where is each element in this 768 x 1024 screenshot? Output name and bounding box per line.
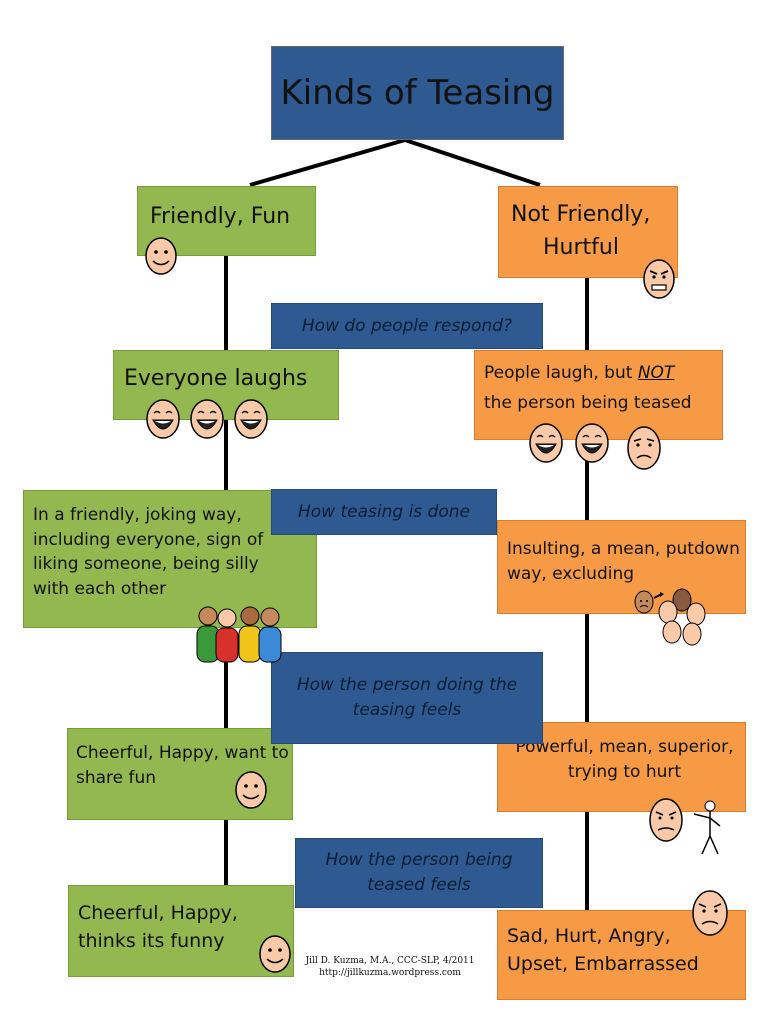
powerful-box: Powerful, mean, superior, trying to hurt — [497, 722, 746, 812]
sad-hurt-box: Sad, Hurt, Angry, Upset, Embarrassed — [497, 910, 746, 1000]
laughing-face-icon — [234, 399, 268, 439]
cheerful-funny-box: Cheerful, Happy, thinks its funny — [68, 885, 294, 977]
everyone-laughs-label: Everyone laughs — [124, 366, 308, 391]
not-friendly-label: Not Friendly, — [511, 202, 651, 227]
question-doer-feels: How the person doing the teasing feels — [271, 652, 543, 744]
friendly-way-label: In a friendly, joking way, including eve… — [33, 505, 264, 599]
insulting-label: Insulting, a mean, putdown way, excludin… — [507, 539, 740, 584]
upset-face-icon — [692, 890, 728, 936]
angry-face-icon — [643, 259, 675, 299]
laughing-face-icon — [190, 399, 224, 439]
excluded-faces-icon — [634, 588, 706, 646]
cheerful-share-label: Cheerful, Happy, want to share fun — [76, 743, 289, 788]
question-teased-feels: How the person being teased feels — [295, 838, 543, 908]
smiling-face-icon — [235, 771, 267, 809]
page-title: Kinds of Teasing — [280, 73, 555, 113]
sad-face-icon — [627, 426, 661, 470]
cheerful-funny-label: Cheerful, Happy, thinks its funny — [78, 902, 238, 952]
smiling-face-icon — [259, 935, 291, 973]
author-credit: Jill D. Kuzma, M.A., CCC-SLP, 4/2011 htt… — [305, 956, 475, 978]
smiling-face-icon — [145, 237, 177, 275]
question-respond: How do people respond? — [271, 303, 543, 349]
person-teased-label: the person being teased — [484, 393, 692, 413]
insulting-box: Insulting, a mean, putdown way, excludin… — [497, 520, 746, 614]
friendly-fun-label: Friendly, Fun — [150, 204, 291, 229]
powerful-label: Powerful, mean, superior, trying to hurt — [515, 737, 734, 782]
laughing-face-icon — [146, 399, 180, 439]
people-laugh-label: People laugh, but NOT — [484, 363, 675, 383]
sad-hurt-label: Sad, Hurt, Angry, Upset, Embarrassed — [507, 925, 699, 975]
laughing-face-icon — [529, 423, 563, 463]
mean-face-pointing-icon — [649, 798, 721, 855]
laughing-face-icon — [575, 423, 609, 463]
title-box: Kinds of Teasing — [271, 46, 564, 140]
friendly-fun-box: Friendly, Fun — [137, 186, 316, 256]
not-emphasis: NOT — [637, 363, 675, 383]
group-of-friends-icon — [196, 606, 282, 663]
question-done: How teasing is done — [271, 489, 497, 535]
hurtful-label: Hurtful — [543, 235, 619, 260]
not-friendly-box: Not Friendly, Hurtful — [498, 186, 678, 278]
friendly-way-box: In a friendly, joking way, including eve… — [23, 490, 317, 628]
